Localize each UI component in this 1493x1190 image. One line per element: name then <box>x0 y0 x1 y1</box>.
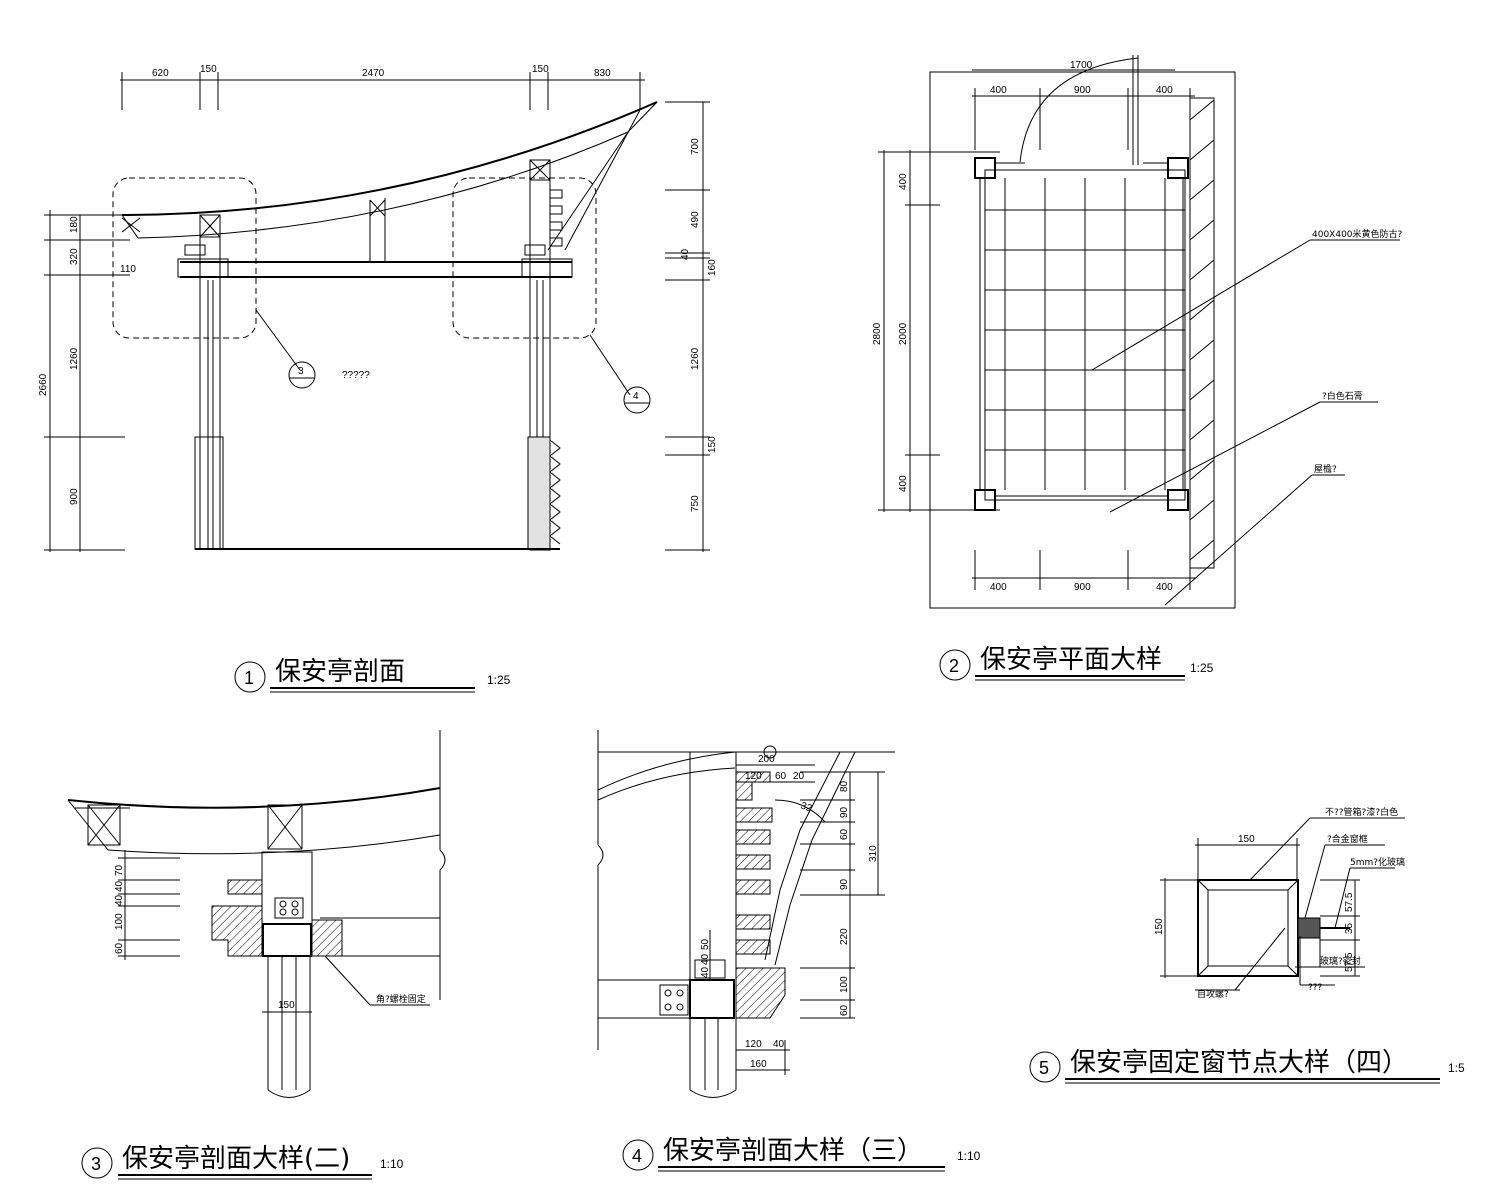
v3-dim: 40 <box>114 880 125 892</box>
v4-dim-right: 80 <box>839 780 850 792</box>
view5-detail: 150 150 57.5 35 57.5 不??管箱?漆?白色 ?合金窗框 5m… <box>1029 806 1465 1084</box>
v4-dim-bottom: 120 <box>745 1039 762 1050</box>
v3-label: 角?螺栓固定 <box>376 993 426 1005</box>
v2-tile-grid <box>985 178 1185 490</box>
v1-dim-left: 180 <box>69 216 80 233</box>
v1-dim-left: 110 <box>120 264 136 275</box>
v2-dim-left: 400 <box>898 475 909 492</box>
view3-detail: 角?螺栓固定 70 40 40 100 60 150 3 保安亭剖面大样(二) … <box>67 730 446 1180</box>
v3-dim: 40 <box>114 894 125 906</box>
v2-dim-bottom: 900 <box>1074 582 1091 593</box>
v4-dim-right: 100 <box>839 976 850 993</box>
v1-title: 保安亭剖面 <box>275 657 405 687</box>
v4-dim-right: 90 <box>839 806 850 818</box>
v3-dim: 70 <box>114 864 125 876</box>
v5-title: 保安亭固定窗节点大样（四） <box>1070 1048 1408 1078</box>
v5-label: 玻璃?密封 <box>1320 955 1361 967</box>
v1-dim-right: 700 <box>690 138 701 155</box>
v1-dim-top: 150 <box>200 64 217 75</box>
v1-dim-right: 750 <box>690 495 701 512</box>
v4-dim-right: 220 <box>839 928 850 945</box>
v2-dim-top: 400 <box>990 85 1007 96</box>
v1-note: ????? <box>342 370 370 381</box>
v1-dim-right: 40 <box>680 248 691 260</box>
view1-section: 620 150 2470 150 830 180 320 1260 900 26… <box>38 64 718 693</box>
v4-title-number: 4 <box>632 1146 642 1166</box>
view2-plan: 1700 400 900 400 400 900 400 2800 400 20… <box>872 55 1403 681</box>
v2-dim-left: 2000 <box>898 322 909 345</box>
v1-dim-top: 830 <box>594 68 611 79</box>
v1-dim-left: 320 <box>69 248 80 265</box>
v2-dim-top: 400 <box>1156 85 1173 96</box>
v4-dim-top: 200 <box>758 754 775 765</box>
v1-dim-right: 150 <box>707 436 718 453</box>
v2-dim-bottom: 400 <box>1156 582 1173 593</box>
v5-dim: 150 <box>1238 834 1255 845</box>
v4-dim-right: 60 <box>839 828 850 840</box>
v3-title: 保安亭剖面大样(二) <box>122 1144 350 1174</box>
v2-dim-bottom: 400 <box>990 582 1007 593</box>
v2-dim-left: 400 <box>898 173 909 190</box>
v4-dim-left: 40 <box>700 953 711 965</box>
v4-dim-top: 60 <box>775 771 787 782</box>
v5-label: 5mm?化玻璃 <box>1350 856 1405 868</box>
v1-dim-top: 620 <box>152 68 169 79</box>
v5-label: 不??管箱?漆?白色 <box>1325 806 1398 818</box>
v4-dim-right: 310 <box>868 845 879 862</box>
v1-dim-left: 2660 <box>38 373 49 396</box>
v2-label: ?白色石膏 <box>1322 390 1363 402</box>
v3-dim: 100 <box>114 913 125 930</box>
v1-callout-4: 4 <box>633 391 639 402</box>
v1-dim-left: 1260 <box>69 347 80 370</box>
v2-label: 屋檐? <box>1314 463 1337 475</box>
v1-dim-right: 1260 <box>690 347 701 370</box>
v1-dim-right: 490 <box>690 211 701 228</box>
view4-detail: 200 120 60 20 32 80 90 60 90 310 220 100… <box>597 730 981 1172</box>
v5-dim: 57.5 <box>1344 952 1355 972</box>
v2-title-number: 2 <box>949 656 959 676</box>
v3-title-number: 3 <box>91 1154 101 1174</box>
v2-title: 保安亭平面大样 <box>980 645 1162 675</box>
v1-scale: 1:25 <box>487 673 511 687</box>
v1-dim-top: 2470 <box>362 68 385 79</box>
v3-scale: 1:10 <box>380 1157 404 1171</box>
v1-dim-top: 150 <box>532 64 549 75</box>
v4-dim-right: 60 <box>839 1004 850 1016</box>
v4-dim-bottom: 160 <box>750 1059 767 1070</box>
v4-fins <box>735 771 773 955</box>
v3-dim: 60 <box>114 942 125 954</box>
v4-dim-bottom: 40 <box>773 1039 785 1050</box>
v4-scale: 1:10 <box>957 1149 981 1163</box>
v2-dim-top: 1700 <box>1070 60 1093 71</box>
v1-callout-3: 3 <box>298 366 304 377</box>
v4-dim-top: 120 <box>745 771 762 782</box>
v4-dim-left: 50 <box>700 938 711 950</box>
v5-label: ??? <box>1308 983 1323 993</box>
v1-dim-right: 160 <box>707 259 718 276</box>
v4-title: 保安亭剖面大样（三） <box>663 1136 923 1166</box>
v2-dim-left: 2800 <box>872 322 883 345</box>
v2-dim-top: 900 <box>1074 85 1091 96</box>
v1-title-number: 1 <box>244 668 254 688</box>
v5-dim: 35 <box>1344 922 1355 934</box>
v5-label: 自攻螺? <box>1197 988 1229 1000</box>
v5-scale: 1:5 <box>1448 1061 1465 1075</box>
v2-scale: 1:25 <box>1190 661 1214 675</box>
v5-dim: 150 <box>1154 918 1165 935</box>
v4-dim-left: 40 <box>700 966 711 978</box>
v1-dim-left: 900 <box>69 488 80 505</box>
v5-dim: 57.5 <box>1344 892 1355 912</box>
v4-dim-right: 90 <box>839 878 850 890</box>
v5-label: ?合金窗框 <box>1327 833 1368 845</box>
v3-dim: 150 <box>278 1000 295 1011</box>
v2-label: 400X400米黄色防古? <box>1312 228 1403 240</box>
v4-dim-top: 20 <box>793 771 805 782</box>
v5-title-number: 5 <box>1039 1058 1049 1078</box>
